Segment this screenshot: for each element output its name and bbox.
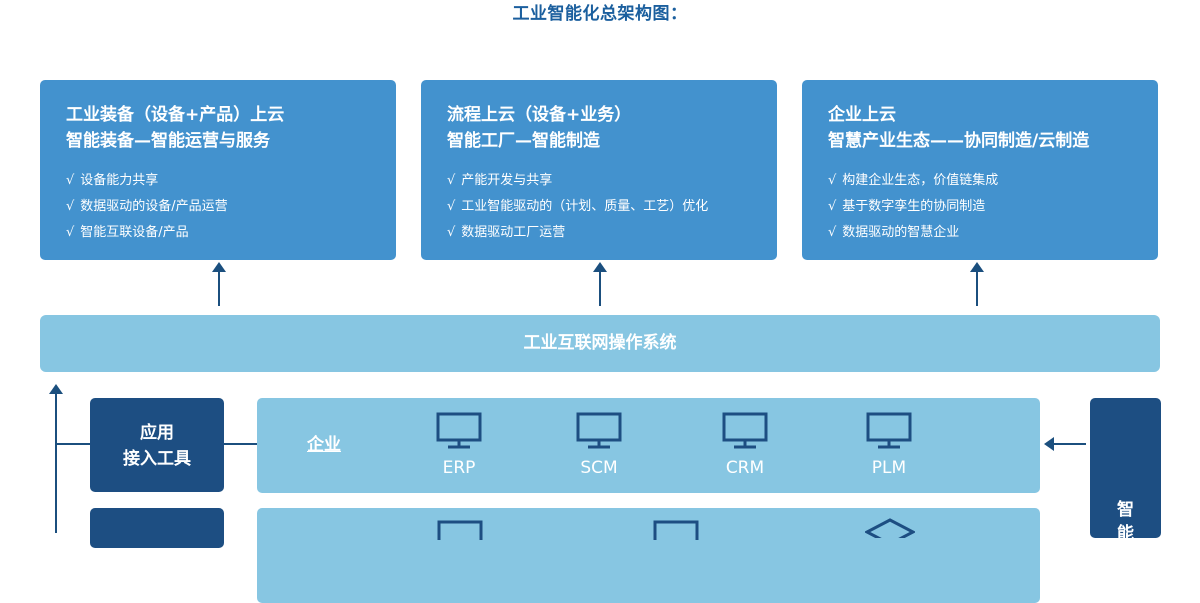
app-access-tool-box: 应用 接入工具	[90, 398, 224, 492]
check-icon: √	[828, 199, 837, 214]
card-subheading: 智慧产业生态——协同制造/云制造	[828, 131, 1090, 151]
system-crm: CRM	[705, 412, 785, 478]
card-heading: 企业上云	[828, 105, 896, 125]
connector-line	[57, 443, 90, 445]
connector-line	[224, 443, 257, 445]
box-line: 接入工具	[123, 449, 191, 469]
os-bar: 工业互联网操作系统	[40, 315, 1160, 372]
left-rail-arrow-icon	[49, 384, 63, 533]
list-item: √产能开发与共享	[447, 173, 553, 188]
system-plm: PLM	[849, 412, 929, 478]
monitor-icon	[722, 412, 768, 449]
monitor-icon	[436, 412, 482, 449]
box-line: 能	[1117, 524, 1134, 544]
box-line: 应用	[140, 423, 174, 443]
card-process-cloud: 流程上云（设备+业务） 智能工厂—智能制造 √产能开发与共享 √工业智能驱动的（…	[421, 80, 777, 260]
diagram-title: 工业智能化总架构图：	[512, 4, 688, 24]
smart-box: 智 能	[1090, 398, 1161, 544]
box-line: 智	[1117, 500, 1134, 520]
check-icon: √	[66, 225, 75, 240]
card-heading: 流程上云（设备+业务）	[447, 105, 632, 125]
system-scm: SCM	[559, 412, 639, 478]
monitor-icon	[653, 520, 699, 540]
monitor-icon	[437, 520, 483, 540]
check-icon: √	[66, 199, 75, 214]
card-enterprise-cloud: 企业上云 智慧产业生态——协同制造/云制造 √构建企业生态，价值链集成 √基于数…	[802, 80, 1158, 260]
card-list: √产能开发与共享 √工业智能驱动的（计划、质量、工艺）优化 √数据驱动工厂运营	[447, 168, 777, 246]
list-item: √工业智能驱动的（计划、质量、工艺）优化	[447, 199, 709, 214]
enterprise-row: 企业 ERP SCM CRM PLM	[257, 398, 1040, 493]
check-icon: √	[828, 173, 837, 188]
list-item: √基于数字孪生的协同制造	[828, 199, 986, 214]
monitor-icon	[866, 412, 912, 449]
system-label: ERP	[442, 458, 476, 478]
system-label: PLM	[871, 458, 907, 478]
second-tool-box	[90, 508, 224, 548]
up-arrow-icon	[970, 262, 984, 306]
list-item: √智能互联设备/产品	[66, 225, 189, 240]
list-item: √构建企业生态，价值链集成	[828, 173, 999, 188]
up-arrow-icon	[212, 262, 226, 306]
check-icon: √	[828, 225, 837, 240]
system-label: SCM	[580, 458, 618, 478]
card-equipment-cloud: 工业装备（设备+产品）上云 智能装备—智能运营与服务 √设备能力共享 √数据驱动…	[40, 80, 396, 260]
left-arrow-icon	[1044, 437, 1086, 451]
list-item: √数据驱动的设备/产品运营	[66, 199, 228, 214]
cap-icon	[865, 518, 915, 538]
check-icon: √	[66, 173, 75, 188]
check-icon: √	[447, 173, 456, 188]
system-erp: ERP	[419, 412, 499, 478]
card-list: √设备能力共享 √数据驱动的设备/产品运营 √智能互联设备/产品	[66, 168, 396, 246]
card-subheading: 智能装备—智能运营与服务	[66, 131, 270, 151]
check-icon: √	[447, 199, 456, 214]
up-arrow-icon	[593, 262, 607, 306]
second-row	[257, 508, 1040, 603]
list-item: √数据驱动工厂运营	[447, 225, 566, 240]
list-item: √设备能力共享	[66, 173, 159, 188]
system-label: CRM	[725, 458, 765, 478]
card-heading: 工业装备（设备+产品）上云	[66, 105, 285, 125]
card-subheading: 智能工厂—智能制造	[447, 131, 600, 151]
row-label: 企业	[307, 435, 341, 455]
card-list: √构建企业生态，价值链集成 √基于数字孪生的协同制造 √数据驱动的智慧企业	[828, 168, 1158, 246]
check-icon: √	[447, 225, 456, 240]
monitor-icon	[576, 412, 622, 449]
list-item: √数据驱动的智慧企业	[828, 225, 960, 240]
